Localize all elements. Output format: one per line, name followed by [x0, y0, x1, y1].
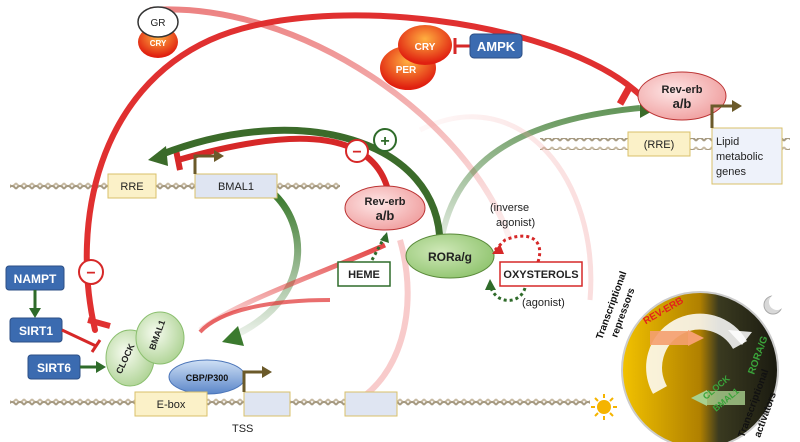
ebox-to-reverb-arc [198, 242, 387, 333]
lipid-line2: metabolic [716, 151, 764, 163]
heme-label: HEME [348, 269, 380, 281]
lipid-gene-box: Lipid metabolic genes [710, 100, 783, 185]
reverb-mid-line1: Rev-erb [365, 196, 406, 208]
sirt1-label: SIRT1 [19, 324, 53, 338]
bmal1-translation-arc [233, 192, 302, 339]
ror-protein: RORa/g [405, 233, 495, 279]
clock-bmal1-complex: CLOCK BMAL1 [105, 311, 185, 387]
heme-arrowhead [380, 232, 389, 243]
dna-strand-bottom [10, 398, 590, 410]
inverse-agonist-arrow [493, 234, 542, 263]
ampk-box: AMPK [469, 33, 523, 59]
sirt1-box: SIRT1 [9, 317, 63, 343]
cry-small-label: CRY [150, 39, 167, 48]
lipid-line3: genes [716, 166, 746, 178]
day-night-wheel: REV-ERB RORA/G CLOCK BMAL1 [621, 291, 779, 442]
per-label: PER [396, 65, 417, 76]
rre-right-label: (RRE) [644, 139, 675, 151]
pink-arc-lower [418, 114, 594, 301]
cry-label: CRY [415, 42, 436, 53]
agonist-label: (agonist) [522, 297, 565, 309]
cry-per-repression-arc [83, 12, 643, 333]
inhibit-bar-clock [87, 317, 111, 329]
sirt6-box: SIRT6 [27, 354, 81, 380]
cry-per-complex: CRY PER [380, 25, 452, 90]
moon-icon [763, 294, 785, 315]
reverb-to-rre-arc [177, 135, 393, 201]
gene-body-1 [243, 391, 291, 417]
inverse-line1: (inverse [490, 202, 529, 214]
heme-dotted-arrow [370, 235, 387, 261]
sirt6-arrowhead [96, 361, 106, 373]
rre-box: RRE [107, 173, 157, 199]
tss-arrow-line [242, 370, 262, 392]
nampt-box: NAMPT [5, 265, 65, 291]
agonist-arrow [488, 284, 527, 302]
cry-per-fade-arc [149, 6, 513, 241]
ror-arrowhead [148, 146, 168, 166]
sirt1-inhibit-line [61, 328, 97, 348]
plus-top-label: + [380, 133, 389, 150]
tss-arrowhead [262, 366, 272, 378]
reverb-mid-line2: a/b [376, 208, 395, 223]
gene-body-2 [344, 391, 398, 417]
sirt6-label: SIRT6 [37, 361, 71, 375]
minus-circle-left: − [78, 259, 104, 285]
bmal1-arrowhead [222, 326, 244, 346]
inhibit-bar-rre [173, 149, 183, 171]
ebox-box: E-box [134, 391, 208, 417]
dna-strand-top [10, 180, 340, 192]
agonist-arrowhead [485, 279, 496, 290]
ror-to-lipid-arc [437, 105, 641, 251]
heme-box: HEME [337, 261, 391, 287]
minus-circle-top: − [345, 139, 369, 163]
gr-cry-complex: GR CRY [137, 6, 179, 58]
ampk-label: AMPK [477, 39, 516, 54]
inhibit-bar-reverb-right [616, 84, 634, 106]
rre-right-box: (RRE) [627, 131, 691, 157]
bmal1-gene-label: BMAL1 [218, 181, 254, 193]
lipid-line1: Lipid [716, 136, 739, 148]
sirt1-inhibit-bar [90, 339, 102, 353]
cbp-label: CBP/P300 [186, 373, 229, 383]
rre-label: RRE [120, 181, 143, 193]
tss-label: TSS [232, 423, 253, 435]
clock-repression-line [198, 298, 331, 334]
cbp-p300: CBP/P300 [168, 359, 246, 395]
plus-circle-top: + [373, 128, 397, 152]
inverse-line2: agonist) [496, 217, 535, 229]
minus-left-label: − [86, 265, 95, 282]
inverse-arrowhead [492, 244, 504, 254]
reverb-right: Rev-erb a/b [637, 71, 727, 121]
reverb-mid: Rev-erb a/b [344, 185, 426, 231]
sun-icon [591, 394, 617, 420]
bmal1-gene-box: BMAL1 [193, 150, 278, 199]
gr-label: GR [151, 18, 166, 29]
oxysterols-box: OXYSTEROLS [499, 261, 583, 287]
reverb-right-line2: a/b [673, 96, 692, 111]
minus-top-label: − [352, 144, 361, 161]
nampt-arrowhead [29, 308, 41, 318]
oxysterols-label: OXYSTEROLS [503, 269, 578, 281]
nampt-label: NAMPT [14, 272, 57, 286]
ror-label: RORa/g [428, 250, 472, 264]
reverb-right-line1: Rev-erb [662, 84, 703, 96]
ebox-label: E-box [157, 399, 186, 411]
